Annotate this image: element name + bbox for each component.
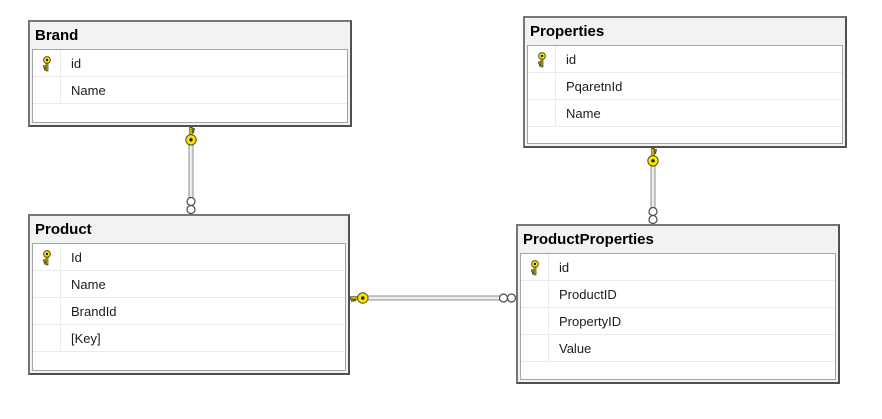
relationship-properties-productproperties[interactable]: [644, 148, 662, 224]
table-properties[interactable]: Properties id PqaretnId: [523, 16, 847, 148]
table-row[interactable]: Name: [528, 100, 842, 127]
key-cell-empty: [521, 308, 549, 334]
relationship-brand-product[interactable]: [182, 127, 200, 214]
key-icon: [185, 127, 197, 146]
key-cell-empty: [528, 100, 556, 126]
primary-key-icon: [33, 50, 61, 76]
infinity-icon: [186, 196, 196, 214]
table-row[interactable]: Value: [521, 335, 835, 362]
key-cell-empty: [521, 281, 549, 307]
table-brand[interactable]: Brand id Name: [28, 20, 352, 127]
column-name: PropertyID: [559, 313, 622, 329]
primary-key-icon: [521, 254, 549, 280]
table-row[interactable]: PqaretnId: [528, 73, 842, 100]
table-row[interactable]: [Key]: [33, 325, 345, 352]
key-icon: [647, 148, 659, 167]
column-name: PqaretnId: [566, 78, 623, 94]
column-name: id: [566, 51, 577, 67]
column-name: [Key]: [71, 330, 101, 346]
column-name: Name: [566, 105, 601, 121]
relationship-product-productproperties[interactable]: [350, 289, 516, 307]
table-title[interactable]: ProductProperties: [523, 231, 654, 248]
table-grid: id Name: [32, 49, 348, 123]
table-productproperties[interactable]: ProductProperties id ProductID: [516, 224, 840, 384]
key-cell-empty: [33, 298, 61, 324]
table-row[interactable]: BrandId: [33, 298, 345, 325]
table-row[interactable]: Id: [33, 244, 345, 271]
column-name: id: [559, 259, 570, 275]
key-icon: [350, 292, 369, 304]
table-row[interactable]: PropertyID: [521, 308, 835, 335]
table-row[interactable]: id: [33, 50, 347, 77]
table-row[interactable]: id: [521, 254, 835, 281]
column-name: Name: [71, 276, 106, 292]
column-name: id: [71, 55, 82, 71]
primary-key-icon: [528, 46, 556, 72]
primary-key-icon: [33, 244, 61, 270]
key-cell-empty: [521, 335, 549, 361]
table-row[interactable]: id: [528, 46, 842, 73]
table-product[interactable]: Product Id Name: [28, 214, 350, 375]
table-title[interactable]: Brand: [35, 27, 79, 44]
table-row[interactable]: ProductID: [521, 281, 835, 308]
table-grid: id ProductID PropertyID Value: [520, 253, 836, 380]
infinity-icon: [498, 293, 516, 303]
key-cell-empty: [33, 325, 61, 351]
column-name: Value: [559, 340, 592, 356]
table-title[interactable]: Product: [35, 221, 92, 238]
table-grid: Id Name BrandId [Key]: [32, 243, 346, 371]
column-name: BrandId: [71, 303, 117, 319]
infinity-icon: [648, 206, 658, 224]
column-name: Id: [71, 249, 82, 265]
key-cell-empty: [528, 73, 556, 99]
table-title[interactable]: Properties: [530, 23, 605, 40]
table-row[interactable]: Name: [33, 271, 345, 298]
table-row[interactable]: Name: [33, 77, 347, 104]
key-cell-empty: [33, 77, 61, 103]
column-name: ProductID: [559, 286, 617, 302]
key-cell-empty: [33, 271, 61, 297]
table-grid: id PqaretnId Name: [527, 45, 843, 144]
column-name: Name: [71, 82, 106, 98]
